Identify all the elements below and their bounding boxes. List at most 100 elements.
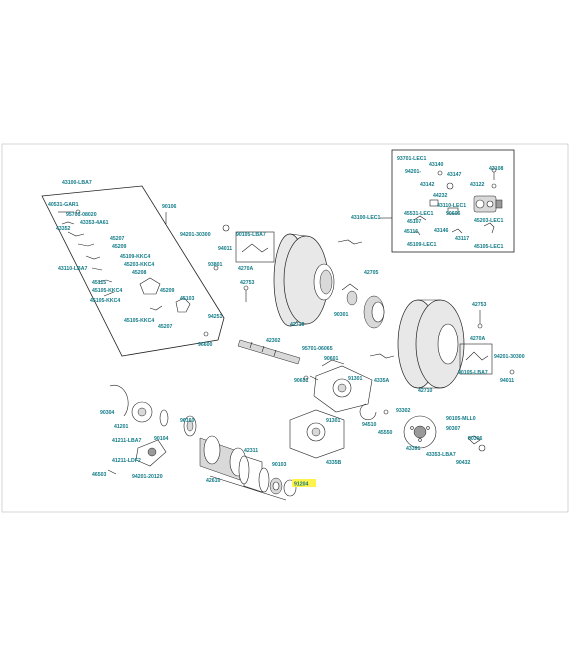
- axle-shaft: [237, 339, 301, 365]
- brake-disc: [359, 403, 486, 452]
- upper-wheel-hub: [341, 283, 385, 329]
- label-91204[interactable]: 91204: [294, 482, 309, 488]
- label-43110-lba7: 43110-LBA7: [58, 266, 88, 272]
- label-43108: 43108: [489, 166, 504, 172]
- label-43353-lba7: 43353-LBA7: [426, 452, 456, 458]
- label-96600: 96600: [198, 342, 213, 348]
- label-45105-lec1: 45105-LEC1: [474, 244, 504, 250]
- front-right-tire: [397, 299, 465, 389]
- label-94251: 94251: [208, 314, 223, 320]
- label-90307: 90307: [446, 426, 461, 432]
- label-45116: 45116: [404, 229, 418, 235]
- label-93801: 93801: [208, 262, 223, 268]
- label-93302: 93302: [396, 408, 411, 414]
- label-94201-30300a: 94201-30300: [180, 232, 211, 238]
- label-96160: 96160: [180, 418, 195, 424]
- label-94011b: 94011: [500, 378, 514, 384]
- label-41211-ldf2: 41211-LDF2: [112, 458, 141, 464]
- label-45208: 45208: [132, 270, 147, 276]
- label-45203-kkc4: 45203-KKC4: [124, 262, 154, 268]
- front-left-tire: [273, 233, 335, 327]
- part-number-labels: 43100-LEC1 93701-LEC1 94201- 43140 43147…: [48, 156, 525, 488]
- label-45207b: 45207: [158, 324, 173, 330]
- label-42753a: 42753: [240, 280, 255, 286]
- label-91301a: 91301: [348, 376, 363, 382]
- label-90105-lba7a: 90105-LBA7: [236, 232, 266, 238]
- caliper-detail-box: [380, 149, 515, 253]
- label-43142: 43142: [420, 182, 435, 188]
- label-42311: 42311: [244, 448, 258, 454]
- label-90606: 90606: [446, 211, 461, 217]
- label-90651: 90651: [294, 378, 309, 384]
- label-43391: 43391: [406, 446, 421, 452]
- label-42710b: 42710: [418, 388, 433, 394]
- label-41201: 41201: [114, 424, 129, 430]
- label-40531-gar1: 40531-GAR1: [48, 202, 79, 208]
- highlight-91204: [292, 479, 316, 487]
- label-90301: 90301: [334, 312, 349, 318]
- label-90104: 90104: [154, 436, 169, 442]
- label-4335b: 4335B: [326, 460, 342, 466]
- label-45531-lec1: 45531-LEC1: [404, 211, 434, 217]
- linkage-detail-box: [41, 185, 225, 357]
- label-45209a: 45209: [112, 244, 127, 250]
- label-95701-08020: 95701-08020: [66, 212, 97, 218]
- knuckle-assembly-a: [303, 359, 373, 413]
- label-45209b: 45209: [160, 288, 175, 294]
- label-45105-kkc4a: 45105-KKC4: [92, 288, 122, 294]
- label-94201-20120: 94201-20120: [132, 474, 163, 480]
- label-4270a-b: 4270A: [470, 336, 486, 342]
- label-43100-lba7: 43100-LBA7: [62, 180, 92, 186]
- left-mount-bracket: [165, 212, 275, 302]
- caliper-small-parts: [413, 167, 497, 236]
- label-94510: 94510: [362, 422, 377, 428]
- label-45107: 45107: [407, 219, 422, 225]
- label-43122: 43122: [470, 182, 485, 188]
- label-43147: 43147: [447, 172, 462, 178]
- label-45115: 45115: [92, 280, 106, 286]
- label-45207a: 45207: [110, 236, 125, 242]
- label-94201: 94201-: [405, 169, 421, 175]
- label-43110-lec1: 43110-LEC1: [437, 203, 466, 209]
- label-4335a: 4335A: [374, 378, 390, 384]
- linkage-parts: [58, 209, 209, 337]
- hub-bearing-stack: [183, 415, 297, 501]
- label-94201-30300b: 94201-30300: [494, 354, 525, 360]
- label-45105-kkc4c: 45105-KKC4: [124, 318, 154, 324]
- label-90304: 90304: [100, 410, 115, 416]
- label-43117: 43117: [455, 236, 469, 242]
- label-90105-mll0: 90105-MLL0: [446, 416, 476, 422]
- label-43100-lec1: 43100-LEC1: [351, 215, 381, 221]
- label-45203-lec1: 45203-LEC1: [474, 218, 504, 224]
- label-90106: 90106: [162, 204, 177, 210]
- label-43352: 43352: [56, 226, 71, 232]
- label-43140: 43140: [429, 162, 444, 168]
- label-90105-lba7b: 90105-LBA7: [458, 370, 488, 376]
- label-95701-06065: 95701-06065: [302, 346, 333, 352]
- knuckle-assembly-b: [289, 409, 345, 459]
- label-42302: 42302: [266, 338, 281, 344]
- label-42710a: 42710: [290, 322, 305, 328]
- left-hub-assembly: [107, 384, 169, 475]
- label-42753b: 42753: [472, 302, 487, 308]
- label-45105-kkc4b: 45105-KKC4: [90, 298, 120, 304]
- label-41211-lba7: 41211-LBA7: [112, 438, 142, 444]
- right-mount-bracket: [459, 310, 515, 375]
- axle-break-marks: [337, 239, 395, 359]
- label-42705: 42705: [364, 270, 379, 276]
- label-50306: 50306: [468, 436, 483, 442]
- label-90601: 90601: [324, 356, 339, 362]
- label-44232: 44232: [433, 193, 448, 199]
- diagram-frame: [1, 143, 569, 513]
- label-90432: 90432: [456, 460, 471, 466]
- label-45550: 45550: [378, 430, 393, 436]
- label-90103: 90103: [272, 462, 287, 468]
- label-94011a: 94011: [218, 246, 232, 252]
- label-45103: 45103: [180, 296, 195, 302]
- label-46503: 46503: [92, 472, 107, 478]
- label-42610: 42610: [206, 478, 221, 484]
- label-91301b: 91301: [326, 418, 341, 424]
- caliper-body: [473, 195, 503, 213]
- label-45109-kkc4: 45109-KKC4: [120, 254, 150, 260]
